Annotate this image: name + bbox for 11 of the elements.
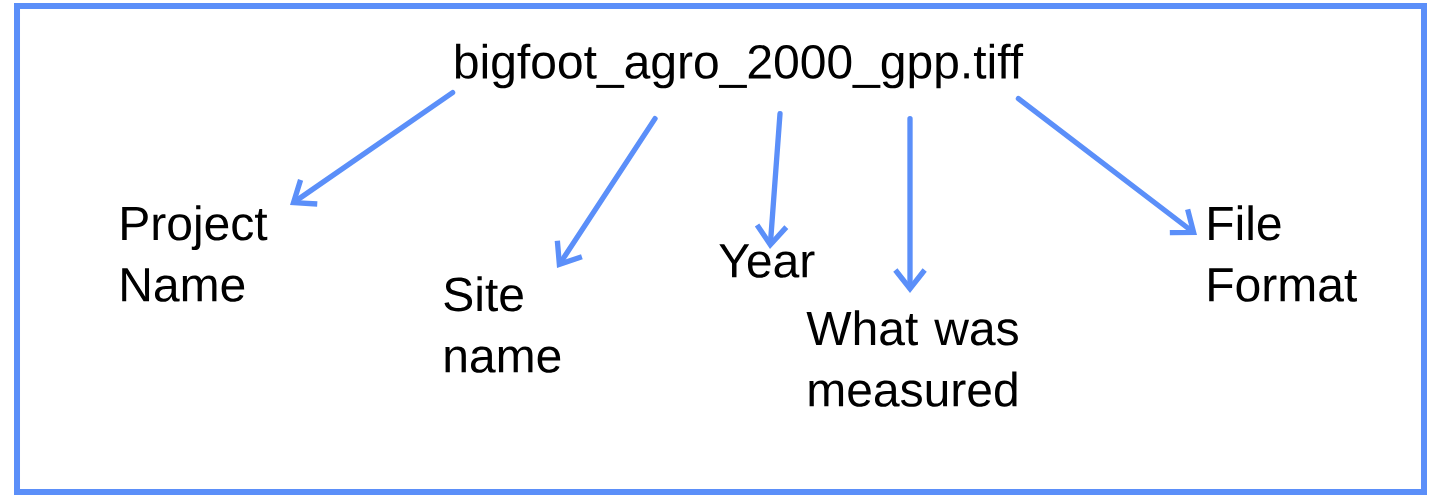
arrow xyxy=(554,115,658,268)
field-label: Year xyxy=(719,244,815,278)
arrow xyxy=(290,89,456,207)
file-name: bigfoot_agro_2000_gpp.tiff xyxy=(455,43,1024,89)
field-label: Site name xyxy=(444,276,561,373)
field-label: Project Name xyxy=(122,205,268,302)
arrow xyxy=(893,115,927,293)
field-label: File Format xyxy=(1209,205,1357,302)
arrow xyxy=(1015,95,1197,236)
field-label: What was measured xyxy=(806,310,1018,407)
arrow xyxy=(754,110,789,249)
